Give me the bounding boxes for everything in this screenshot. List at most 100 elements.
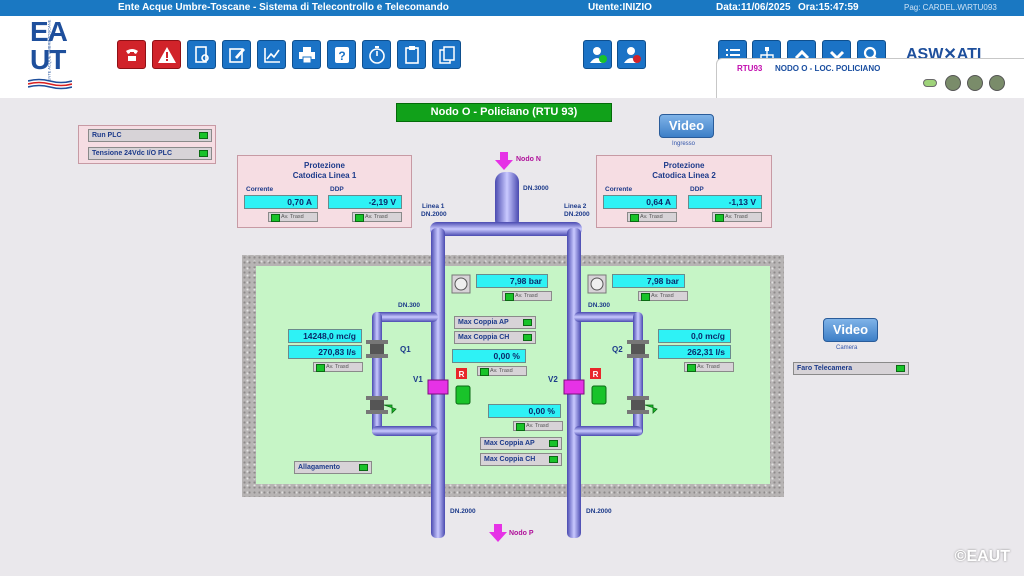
user-indicator: Utente:INIZIO (588, 2, 652, 13)
dn2000-label: DN.2000 (586, 508, 612, 515)
v1-label: V1 (413, 375, 423, 384)
max-coppia-ch-status: Max Coppia CH (454, 331, 536, 344)
bypass-2-bottom (574, 426, 642, 436)
av-trasd-indicator: Av. Trasd (638, 291, 688, 301)
login-button[interactable] (583, 40, 612, 69)
flange (366, 354, 388, 358)
cathodic-protection-1: Protezione Catodica Linea 1 Corrente DDP… (237, 155, 412, 228)
av-trasd-indicator: Av. Trasd (627, 212, 677, 222)
flange (366, 410, 388, 414)
valve-v2[interactable] (563, 379, 585, 395)
arrow-down-icon (489, 524, 507, 542)
av-trasd-indicator: Av. Trasd (513, 421, 563, 431)
max-coppia-ap-status: Max Coppia AP (480, 437, 562, 450)
flow-2-rate: 262,31 l/s (658, 345, 731, 359)
status-led (923, 79, 937, 87)
user-check-icon (589, 46, 607, 63)
status-led (945, 75, 961, 91)
eaut-logo: ENTE ACQUE UMBRE TOSCANE EA UT (24, 18, 78, 92)
logo-wave-icon (28, 78, 72, 90)
run-plc-status: Run PLC (88, 129, 212, 142)
watermark: ©EAUT (954, 548, 1010, 565)
pressure-linea-1: 7,98 bar (476, 274, 548, 288)
faro-telecamera-status: Faro Telecamera (793, 362, 909, 375)
av-trasd-indicator: Av. Trasd (502, 291, 552, 301)
actuator-v1-icon (455, 385, 471, 405)
rtu-name: NODO O - LOC. POLICIANO (775, 64, 881, 73)
flange (627, 354, 649, 358)
remote-r-label: R (593, 370, 599, 379)
video-camera-label: Camera (836, 345, 858, 351)
remote-indicator (590, 368, 601, 379)
status-led (549, 440, 558, 447)
stopwatch-icon (368, 45, 385, 64)
current-value: 0,64 A (603, 195, 677, 209)
print-button[interactable] (292, 40, 321, 69)
flowmeter-q2 (631, 344, 645, 354)
valve-bypass-2 (631, 400, 645, 410)
video-camera-button[interactable]: Video (823, 318, 878, 342)
dn3000-label: DN.3000 (523, 185, 549, 192)
help-button[interactable]: ? (327, 40, 356, 69)
actuator-icon (383, 404, 397, 414)
warning-icon (157, 46, 176, 63)
status-led (523, 319, 532, 326)
pages-button[interactable] (432, 40, 461, 69)
dn300-label: DN.300 (398, 302, 421, 309)
config-button[interactable] (397, 40, 426, 69)
pipe-dn3000 (495, 172, 519, 230)
time-indicator: Ora:15:47:59 (798, 2, 859, 13)
remote-indicator (456, 368, 467, 379)
max-coppia-ap-status: Max Coppia AP (454, 316, 536, 329)
cathodic-protection-2: Protezione Catodica Linea 2 Corrente DDP… (596, 155, 772, 228)
title-bar: Ente Acque Umbre-Toscane - Sistema di Te… (0, 0, 1024, 16)
arrow-down-icon (495, 152, 513, 170)
remote-r-label: R (459, 370, 465, 379)
gauge-dial (590, 277, 604, 291)
video-ingresso-button[interactable]: Video (659, 114, 714, 138)
valve-bypass-1 (370, 400, 384, 410)
chart-line-icon (263, 47, 280, 63)
user-remove-icon (623, 46, 641, 63)
av-trasd-indicator: Av. Trasd (712, 212, 762, 222)
report-button[interactable] (187, 40, 216, 69)
bypass-2-top (574, 312, 642, 322)
chevron-down-icon (829, 50, 844, 60)
valve-v1[interactable] (427, 379, 449, 395)
q2-label: Q2 (612, 345, 623, 354)
av-trasd-indicator: Av. Trasd (477, 366, 527, 376)
max-coppia-ch-status: Max Coppia CH (480, 453, 562, 466)
status-led (896, 365, 905, 372)
logout-button[interactable] (617, 40, 646, 69)
status-led (523, 334, 532, 341)
help-icon: ? (334, 46, 349, 63)
bypass-1-bottom (372, 426, 438, 436)
chevron-up-icon (794, 49, 809, 59)
status-led (199, 150, 208, 157)
flowmeter-q1 (370, 344, 384, 354)
dn2000-label: DN.2000 (564, 211, 590, 218)
flange (366, 340, 388, 344)
linea-1-label: Linea 1 (422, 203, 445, 210)
nodo-p-label: Nodo P (509, 530, 534, 537)
page-id: Pag: CARDEL.W\RTU093 (904, 3, 997, 12)
svg-text:?: ? (338, 49, 345, 63)
edit-icon (228, 47, 245, 63)
timer-button[interactable] (362, 40, 391, 69)
phone-icon (125, 48, 138, 61)
pipe-header (430, 222, 582, 236)
documents-icon (438, 45, 455, 64)
app-title: Ente Acque Umbre-Toscane - Sistema di Te… (118, 2, 449, 13)
flange (627, 340, 649, 344)
alarm-button[interactable] (152, 40, 181, 69)
status-led (967, 75, 983, 91)
av-trasd-indicator: Av. Trasd (268, 212, 318, 222)
valve-2-position: 0,00 % (488, 404, 561, 418)
phone-alarm-button[interactable] (117, 40, 146, 69)
nodo-n-label: Nodo N (516, 156, 541, 163)
current-value: 0,70 A (244, 195, 318, 209)
actuator-icon (644, 404, 658, 414)
edit-button[interactable] (222, 40, 251, 69)
trend-button[interactable] (257, 40, 286, 69)
tensione-plc-status: Tensione 24Vdc I/O PLC (88, 147, 212, 160)
